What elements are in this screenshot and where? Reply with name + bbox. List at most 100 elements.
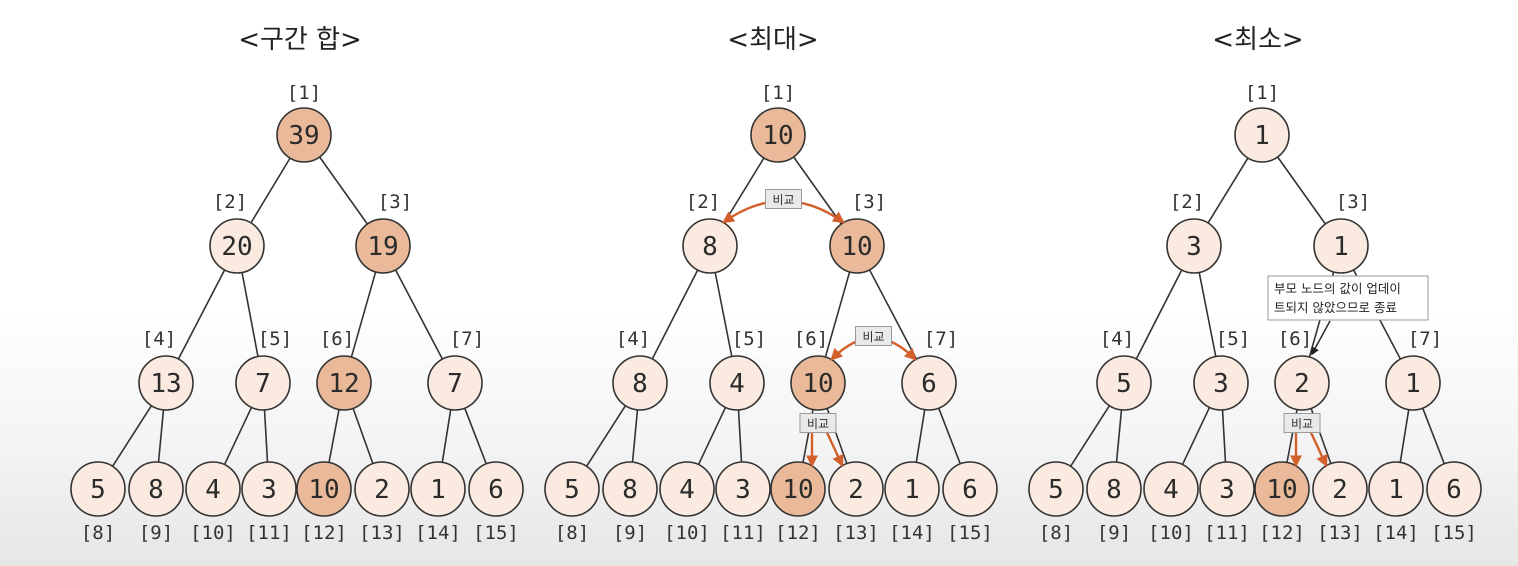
- node-circle: [612, 355, 668, 411]
- tree-node: 1[7]: [1385, 328, 1442, 411]
- node-value: 3: [1213, 369, 1229, 399]
- node-value: 1: [904, 475, 920, 505]
- tree-node: 5 [4]: [1096, 328, 1152, 411]
- node-index: [13]: [359, 522, 405, 544]
- node-circle: [659, 461, 715, 517]
- node-value: 5: [1048, 475, 1064, 505]
- annotation-line: 트되지 않았으므로 종료: [1274, 300, 1397, 315]
- node-index: [7]: [1408, 328, 1442, 350]
- tree-edge: [328, 409, 340, 463]
- tree-edge: [723, 157, 765, 224]
- tree-node: 3[5]: [1193, 328, 1250, 411]
- node-index: [2]: [213, 191, 247, 213]
- annotation-line: 부모 노드의 값이 업데이: [1274, 281, 1401, 296]
- node-index: [13]: [1317, 522, 1363, 544]
- tree-edge: [1207, 157, 1249, 224]
- tree-edge: [250, 157, 291, 224]
- tree-node: 3[11]: [715, 461, 771, 544]
- node-circle: [1143, 461, 1199, 517]
- tree-edge: [631, 409, 639, 463]
- node-value: 10: [762, 121, 793, 151]
- node-circle: [185, 461, 241, 517]
- tree-title: <최대>: [727, 25, 818, 55]
- node-index: [9]: [1097, 522, 1131, 544]
- node-index: [14]: [415, 522, 461, 544]
- node-circle-highlighted: [276, 107, 332, 163]
- tree-edge: [241, 272, 259, 357]
- node-circle: [427, 355, 483, 411]
- node-value: 4: [729, 369, 745, 399]
- tree-panel: <최대>10[1]8[2]10[3]8[4]4[5]10[6]6[7]5[8]8…: [544, 25, 998, 544]
- node-circle: [715, 461, 771, 517]
- tree-edge: [915, 409, 926, 463]
- node-index: [5]: [732, 328, 766, 350]
- tree-node: 8[9]: [128, 461, 184, 544]
- node-index: [5]: [258, 328, 292, 350]
- node-index: [12]: [1259, 522, 1305, 544]
- node-value: 8: [622, 475, 638, 505]
- node-circle: [1385, 355, 1441, 411]
- node-value: 3: [261, 475, 277, 505]
- node-index: [15]: [947, 522, 993, 544]
- node-value: 10: [802, 369, 833, 399]
- node-value: 1: [1254, 121, 1270, 151]
- tree-edge: [1421, 407, 1446, 465]
- tree-node: 4 [5]: [709, 328, 766, 411]
- tree-node: 1[14]: [1368, 461, 1424, 544]
- compare-label: 비교: [772, 193, 794, 207]
- tree-node: 6[15]: [468, 461, 524, 544]
- tree-node: 6[7]: [901, 328, 958, 411]
- tree-node: 1[3]: [1313, 191, 1370, 274]
- node-circle: [1234, 107, 1290, 163]
- node-index: [7]: [450, 328, 484, 350]
- node-circle: [544, 461, 600, 517]
- node-circle: [468, 461, 524, 517]
- node-circle: [682, 218, 738, 274]
- node-circle: [709, 355, 765, 411]
- node-index: [10]: [664, 522, 710, 544]
- tree-node: 5[8]: [544, 461, 600, 544]
- tree-edge: [441, 409, 452, 463]
- node-index: [10]: [190, 522, 236, 544]
- node-circle: [128, 461, 184, 517]
- tree-edge: [1198, 272, 1217, 357]
- node-index: [10]: [1148, 522, 1194, 544]
- node-index: [13]: [833, 522, 879, 544]
- node-value: 7: [447, 369, 463, 399]
- node-value: 5: [90, 475, 106, 505]
- tree-edge: [737, 409, 743, 463]
- node-index: [6]: [794, 328, 828, 350]
- node-circle: [1096, 355, 1152, 411]
- tree-edge: [1181, 407, 1211, 465]
- node-value: 6: [962, 475, 978, 505]
- node-value: 8: [702, 232, 718, 262]
- node-value: 4: [205, 475, 221, 505]
- node-value: 2: [1332, 475, 1348, 505]
- annotation-pointer: [1311, 320, 1331, 356]
- tree-edge: [157, 409, 165, 463]
- tree-edge: [1135, 269, 1183, 360]
- tree-edge: [824, 271, 851, 358]
- tree-edge: [352, 408, 374, 464]
- tree-node: 2 [13]: [1312, 461, 1368, 544]
- node-index: [14]: [1373, 522, 1419, 544]
- node-circle: [1426, 461, 1482, 517]
- tree-edge: [714, 272, 733, 357]
- tree-edge: [394, 269, 444, 360]
- node-index: [6]: [1278, 328, 1312, 350]
- compare-label-box: 비교: [799, 413, 837, 433]
- node-index: [4]: [1100, 328, 1134, 350]
- node-circle: [1086, 461, 1142, 517]
- node-circle-highlighted: [1254, 461, 1310, 517]
- tree-node: 8[2]: [682, 191, 738, 274]
- node-circle: [1166, 218, 1222, 274]
- node-circle-highlighted: [750, 107, 806, 163]
- tree-edge: [651, 269, 699, 360]
- compare-label: 비교: [862, 330, 884, 344]
- node-index: [9]: [613, 522, 647, 544]
- node-circle: [70, 461, 126, 517]
- node-index: [11]: [720, 522, 766, 544]
- tree-node: 4 [10]: [185, 461, 241, 544]
- node-value: 5: [1116, 369, 1132, 399]
